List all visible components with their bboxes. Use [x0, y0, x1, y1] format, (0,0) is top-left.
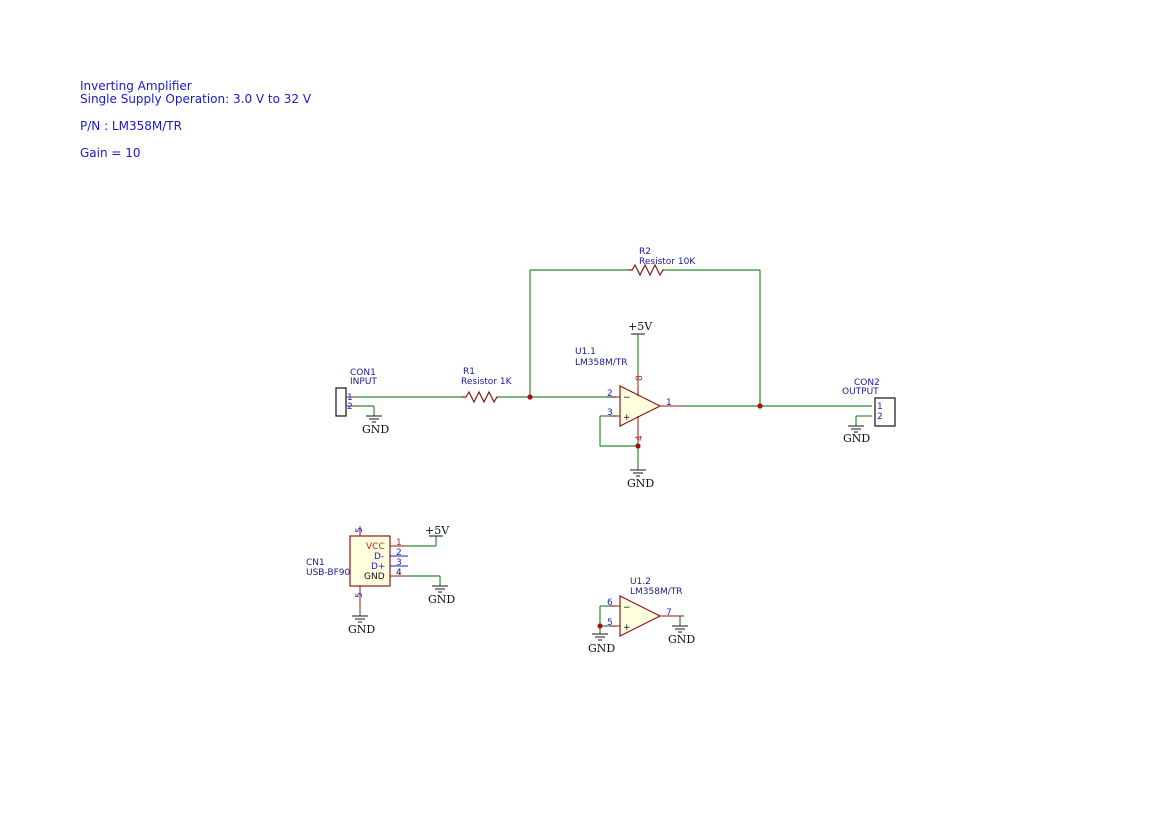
cn1-pin4: 4 [396, 568, 402, 578]
u1-1-pin-inv: 2 [607, 389, 613, 399]
gnd-label: GND [588, 642, 615, 655]
gnd-label: GND [627, 477, 654, 490]
resistor-r1[interactable]: R1 Resistor 1K [461, 367, 513, 404]
u1-2-value: LM358M/TR [630, 587, 683, 597]
cn1-ref: CN1 [306, 558, 325, 568]
ground-u1-1: GND [627, 469, 654, 490]
ground-cn1-pin4: GND [428, 585, 455, 606]
u1-1-minus-sign: − [623, 393, 631, 403]
con1-ref: CON1 [350, 368, 376, 378]
u1-1-ref: U1.1 [575, 347, 596, 357]
con1-value: INPUT [350, 377, 377, 387]
u1-1-plus-sign: + [623, 413, 631, 423]
ground-con2: GND [843, 425, 870, 445]
u1-2-plus-sign: + [623, 623, 631, 633]
note-part-number: P/N : LM358M/TR [80, 119, 182, 133]
u1-1-value: LM358M/TR [575, 358, 628, 368]
opamp-u1-2[interactable]: − + 6 5 7 U1.2 LM358M/TR [607, 577, 684, 637]
power-5v-u1: +5V [628, 320, 653, 335]
resistor-r2[interactable]: R2 Resistor 10K [628, 247, 696, 277]
con2-value: OUTPUT [842, 387, 879, 397]
ground-u1-2-inputs: GND [588, 633, 615, 655]
connector-con1[interactable]: CON1 INPUT 1 2 [335, 368, 377, 417]
gnd-label: GND [843, 432, 870, 445]
gnd-label: GND [362, 423, 389, 436]
power-5v-cn1: +5V [425, 524, 450, 537]
con2-pin1: 1 [877, 402, 883, 412]
schematic-notes: Inverting Amplifier Single Supply Operat… [80, 80, 311, 160]
junction-dot [635, 443, 641, 449]
ground-cn1-shield: GND [348, 615, 375, 636]
r1-ref: R1 [463, 367, 475, 377]
cn1-pin1: 1 [396, 538, 402, 548]
gnd-label: GND [348, 623, 375, 636]
con2-ref: CON2 [854, 378, 880, 388]
usb-connector-cn1[interactable]: VCC D- D+ GND 1 2 3 4 5 5 CN1 USB-BF90 [306, 526, 408, 608]
con1-pin1: 1 [347, 393, 353, 403]
power-5v-label: +5V [628, 320, 653, 333]
r1-value: Resistor 1K [461, 377, 513, 387]
con1-pin2: 2 [347, 402, 353, 412]
u1-2-ref: U1.2 [630, 577, 651, 587]
u1-1-pin-noninv: 3 [607, 408, 613, 418]
wires [356, 269, 872, 634]
cn1-gnd-label: GND [364, 572, 385, 582]
u1-2-pin-inv: 6 [607, 598, 613, 608]
cn1-dminus-label: D- [374, 552, 384, 562]
junction-dot [757, 403, 763, 409]
cn1-dplus-label: D+ [371, 562, 385, 572]
con2-pin2: 2 [877, 412, 883, 422]
junction-dot [597, 623, 603, 629]
u1-2-pin-noninv: 5 [607, 618, 613, 628]
r2-ref: R2 [639, 247, 651, 257]
power-5v-label: +5V [425, 524, 450, 537]
connector-con2[interactable]: CON2 OUTPUT 1 2 [842, 378, 896, 427]
u1-2-pin-out: 7 [666, 608, 672, 618]
cn1-value: USB-BF90 [306, 568, 350, 578]
cn1-shield-top: 5 [355, 527, 365, 533]
gnd-label: GND [668, 633, 695, 646]
ground-u1-2-output: GND [668, 625, 695, 646]
cn1-pin2: 2 [396, 548, 402, 558]
note-supply: Single Supply Operation: 3.0 V to 32 V [80, 92, 312, 106]
u1-2-minus-sign: − [623, 603, 631, 613]
u1-1-pin-vcc: 8 [635, 375, 645, 381]
gnd-label: GND [428, 593, 455, 606]
u1-1-pin-out: 1 [666, 398, 672, 408]
cn1-shield-bottom: 5 [355, 592, 365, 598]
ground-con1: GND [362, 415, 389, 436]
junction-dot [527, 394, 533, 400]
cn1-vcc-label: VCC [366, 542, 385, 552]
opamp-u1-1[interactable]: − + 2 3 1 8 4 U1.1 LM358M/TR [575, 347, 684, 441]
r2-value: Resistor 10K [639, 257, 696, 267]
cn1-pin3: 3 [396, 558, 402, 568]
u1-1-pin-gnd: 4 [635, 435, 645, 441]
note-title: Inverting Amplifier [80, 79, 192, 93]
note-gain: Gain = 10 [80, 146, 141, 160]
